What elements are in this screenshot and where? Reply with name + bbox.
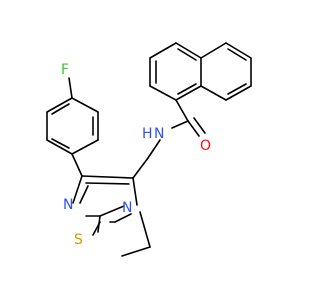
bond [46, 139, 73, 155]
bond [225, 85, 252, 101]
bond-carbonyl-oxygen-second [193, 117, 206, 134]
imidazothiazole-core [72, 175, 151, 257]
naphthalene-ring [149, 42, 252, 101]
bond-aryl-imidazole [71, 153, 83, 177]
bond-carbonyl-oxygen [187, 120, 200, 137]
bond-ch2 [132, 157, 149, 179]
bond [132, 177, 138, 206]
bond [200, 85, 227, 101]
bridgehead-nitrogen-label: N [122, 200, 132, 216]
bond-to-sulfur [92, 221, 101, 236]
bond [71, 139, 99, 155]
amide-linker [132, 99, 206, 179]
bond [81, 175, 134, 179]
amide-nitrogen-label: N [154, 126, 164, 142]
sulfur-label: S [74, 232, 83, 248]
aromatic-inner-bond [177, 48, 197, 61]
bond [139, 211, 151, 248]
aromatic-inner-bond [51, 138, 70, 149]
aromatic-inner-bond [177, 83, 197, 95]
double-bond-inner [85, 182, 130, 185]
bond [200, 42, 227, 59]
aromatic-inner-bond [227, 48, 247, 61]
aromatic-inner-bond [227, 83, 247, 95]
bond-n-carbonyl [171, 120, 189, 129]
bond [46, 97, 73, 113]
bond [225, 42, 252, 59]
bond-ch2-n [147, 139, 161, 159]
bond [99, 205, 125, 217]
molecule-canvas: F N H O N N S [46, 42, 252, 257]
aromatic-inner-bond [51, 103, 70, 115]
bond [121, 246, 151, 257]
bond [71, 97, 99, 113]
bond [149, 85, 177, 101]
amide-hydrogen-label: H [142, 126, 153, 142]
fluorophenyl-ring [46, 77, 99, 155]
bond [175, 42, 202, 59]
bond-to-fluorine [68, 77, 73, 99]
bond [72, 175, 83, 204]
bond [149, 42, 177, 59]
imidazole-nitrogen-label: N [63, 197, 73, 213]
carbonyl-oxygen-label: O [200, 138, 211, 154]
bond [114, 213, 132, 223]
bond-carbonyl-naphthyl [175, 99, 189, 122]
bond [175, 85, 202, 101]
fluorine-label: F [61, 62, 69, 78]
molecule-structure: F N H O N N S [46, 42, 252, 257]
double-bond-inner [79, 185, 89, 204]
